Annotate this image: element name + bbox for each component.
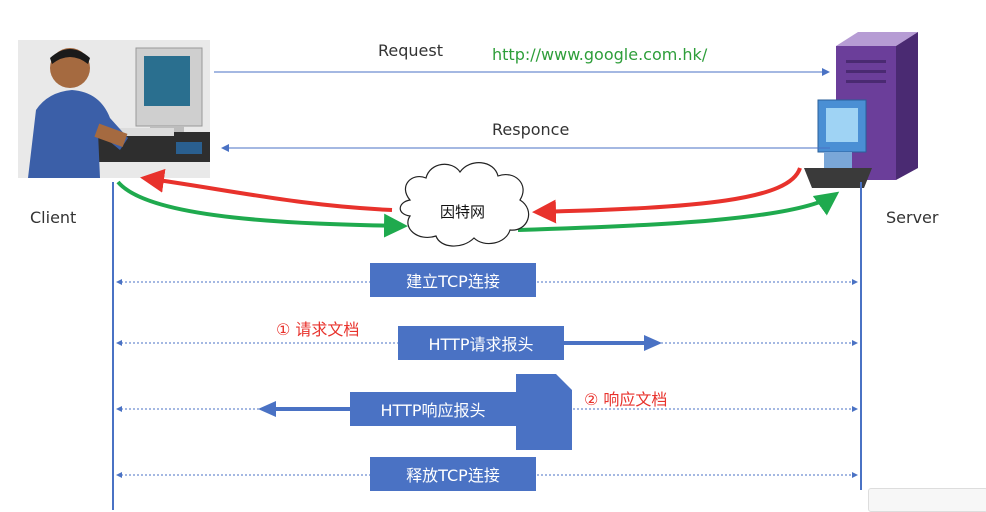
response-document-shape xyxy=(516,374,572,450)
response-label: Responce xyxy=(492,120,570,139)
server-tower-icon xyxy=(804,32,918,188)
corner-widget xyxy=(868,488,986,512)
cloud-icon xyxy=(399,162,530,247)
red-arrow-server-to-cloud xyxy=(532,167,802,224)
establish-tcp-box: 建立TCP连接 xyxy=(370,263,536,297)
internet-label: 因特网 xyxy=(440,203,486,221)
release-tcp-box: 释放TCP连接 xyxy=(370,457,536,491)
green-arrow-cloud-to-server xyxy=(517,191,840,232)
http-request-header-box: HTTP请求报头 xyxy=(398,326,564,360)
response-document-label: ② 响应文档 xyxy=(584,390,668,409)
green-arrow-client-to-cloud xyxy=(116,180,408,238)
red-arrow-cloud-to-client xyxy=(140,168,393,212)
server-label: Server xyxy=(886,208,939,227)
http-response-header-box: HTTP响应报头 xyxy=(350,392,516,426)
request-label: Request xyxy=(378,41,443,60)
request-document-label: ① 请求文档 xyxy=(276,320,360,339)
url-label: http://www.google.com.hk/ xyxy=(492,45,708,64)
client-label: Client xyxy=(30,208,77,227)
client-person-computer-icon xyxy=(18,40,210,178)
